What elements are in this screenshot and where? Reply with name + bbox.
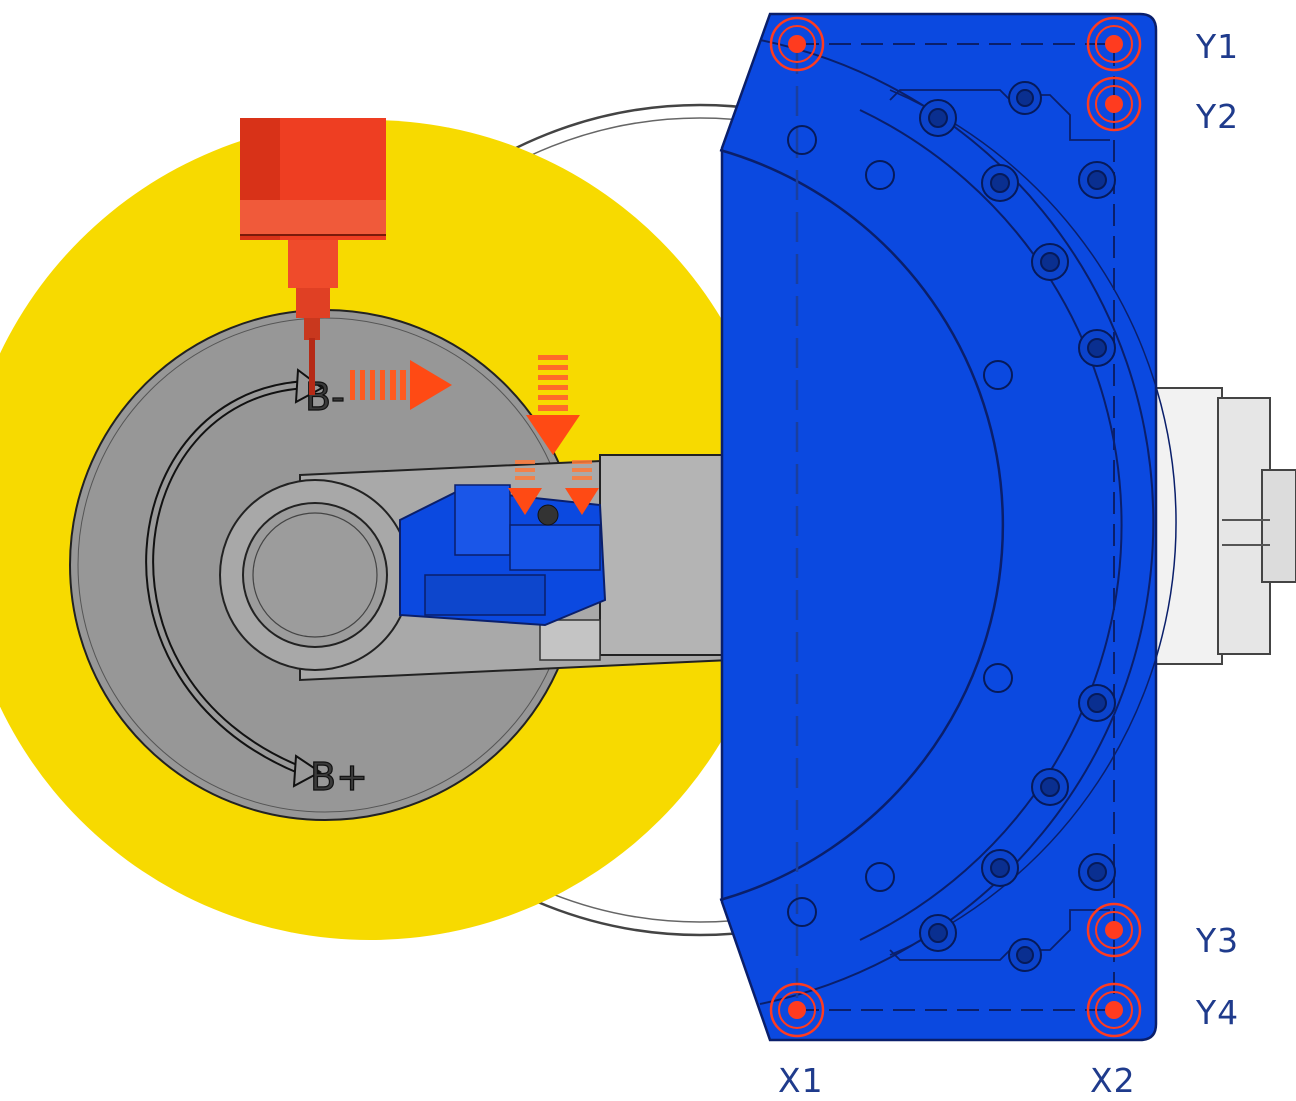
spindle bbox=[240, 118, 386, 395]
blue-clamp bbox=[399, 484, 607, 627]
side-shaft bbox=[1151, 387, 1296, 665]
measurement-point-x1 bbox=[769, 982, 825, 1038]
measurement-point-y3 bbox=[1086, 902, 1142, 958]
clamp-force-arrow bbox=[526, 355, 580, 455]
measurement-point-y2 bbox=[1086, 76, 1142, 132]
label-y3: Y3 bbox=[1195, 921, 1239, 960]
clamp-force-arrow-left bbox=[508, 460, 542, 515]
label-x2: X2 bbox=[1090, 1061, 1136, 1100]
label-y4: Y4 bbox=[1195, 993, 1239, 1032]
measurement-point-y1-right bbox=[1086, 16, 1142, 72]
measurement-point-y1 bbox=[769, 16, 825, 72]
clamp-force-arrow-right bbox=[565, 460, 599, 515]
turntable-hub bbox=[219, 479, 411, 671]
label-y1: Y1 bbox=[1195, 27, 1239, 66]
b-plus-label: B+ bbox=[310, 755, 368, 799]
label-y2: Y2 bbox=[1195, 97, 1239, 136]
rotation-direction-arrow bbox=[350, 360, 452, 410]
label-x1: X1 bbox=[778, 1061, 824, 1100]
measurement-point-y4 bbox=[1086, 982, 1142, 1038]
plate-bolts bbox=[787, 81, 1116, 972]
